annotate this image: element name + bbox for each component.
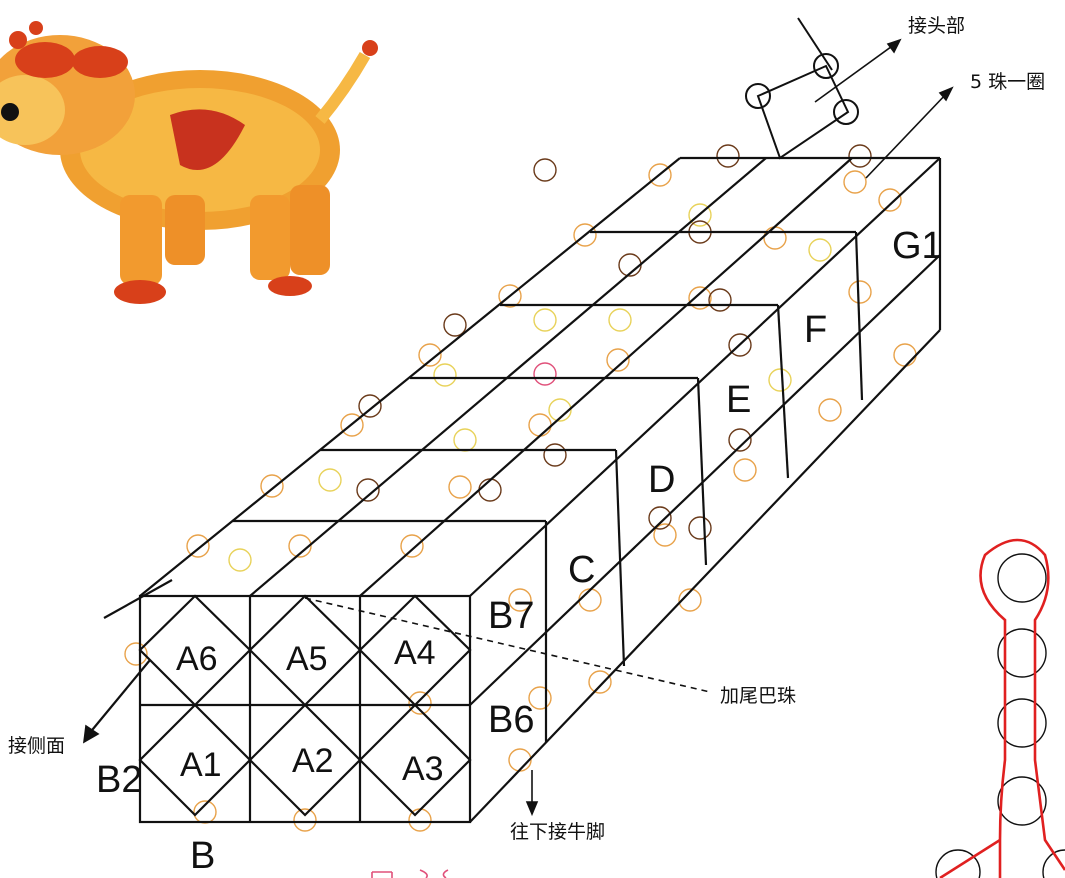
head-joint-ring: [746, 18, 858, 158]
segment-g1: G1: [892, 225, 943, 267]
annotation-join-side: 接侧面: [8, 735, 65, 757]
cell-a4: A4: [394, 634, 436, 672]
cell-a1: A1: [180, 746, 222, 784]
caption-fragment: [372, 870, 448, 878]
annotation-five-bead-ring: 5 珠一圈: [970, 71, 1045, 93]
cell-a6: A6: [176, 640, 218, 678]
label-b6: B6: [488, 699, 534, 741]
annotation-joint-head: 接头部: [908, 15, 965, 37]
annotation-add-tail-bead: 加尾巴珠: [720, 685, 796, 707]
bead-chain-detail: [936, 540, 1065, 878]
label-b7: B7: [488, 595, 534, 637]
segment-f: F: [804, 309, 827, 351]
label-b2: B2: [96, 759, 142, 801]
segment-d: D: [648, 459, 675, 501]
segment-c: C: [568, 549, 595, 591]
beaded-cow-photo: [0, 0, 380, 305]
cell-a2: A2: [292, 742, 334, 780]
label-b: B: [190, 835, 215, 877]
segment-e: E: [726, 379, 751, 421]
cell-a3: A3: [402, 750, 444, 788]
cell-a5: A5: [286, 640, 328, 678]
annotation-down-to-leg: 往下接牛脚: [510, 821, 605, 843]
